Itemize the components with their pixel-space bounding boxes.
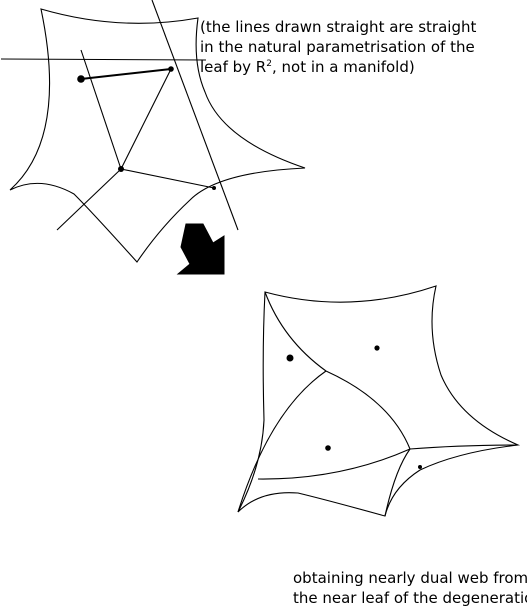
dual-point-center (325, 445, 331, 451)
note-superscript: 2 (266, 59, 272, 69)
lower-web-points (286, 345, 422, 469)
note-line-3: leaf by R2, not in a manifold) (200, 57, 527, 77)
dual-point-small (418, 465, 422, 469)
dual-point-large (286, 354, 294, 362)
web-line-center-diagonal (120, 68, 172, 170)
web-line-lower-right (120, 168, 215, 189)
web-line-right-vertical (151, 0, 239, 231)
vertex-top-right (168, 66, 174, 72)
parametrisation-note: (the lines drawn straight are straight i… (200, 17, 527, 77)
lower-inner-arc-bottom (257, 448, 411, 480)
vertex-small (212, 186, 216, 190)
lower-leaf-diagram (237, 285, 521, 517)
upper-leaf-diagram (0, 0, 306, 263)
note-line-3-end: , not in a manifold) (271, 58, 415, 76)
web-line-left-diagonal (80, 49, 122, 170)
upper-web-vertices (77, 66, 216, 190)
note-line-3-start: leaf by R (200, 58, 267, 76)
lower-leaf-outline (237, 285, 521, 517)
web-line-lower-left (56, 168, 122, 231)
dual-point-top (374, 345, 380, 351)
note-line-2: in the natural parametrisation of the (200, 38, 475, 56)
caption-line-1: obtaining nearly dual web from (293, 569, 527, 587)
lower-inner-arc-corner (409, 444, 519, 450)
upper-leaf-outline (9, 8, 306, 263)
vertex-large (77, 75, 85, 83)
lower-inner-arc-top (264, 291, 327, 372)
web-line-thick-edge (80, 68, 172, 80)
note-line-1: (the lines drawn straight are straight (200, 18, 477, 36)
lower-inner-arc-right (325, 370, 411, 450)
figure-caption: obtaining nearly dual web from the near … (293, 568, 527, 608)
lower-inner-arc-left (237, 370, 327, 513)
caption-line-2: the near leaf of the degeneration (293, 589, 527, 607)
lower-inner-arc-tail (384, 448, 411, 517)
vertex-center (118, 166, 124, 172)
thick-down-left-arrow-icon (176, 223, 225, 275)
web-line-top-chord (0, 58, 207, 61)
